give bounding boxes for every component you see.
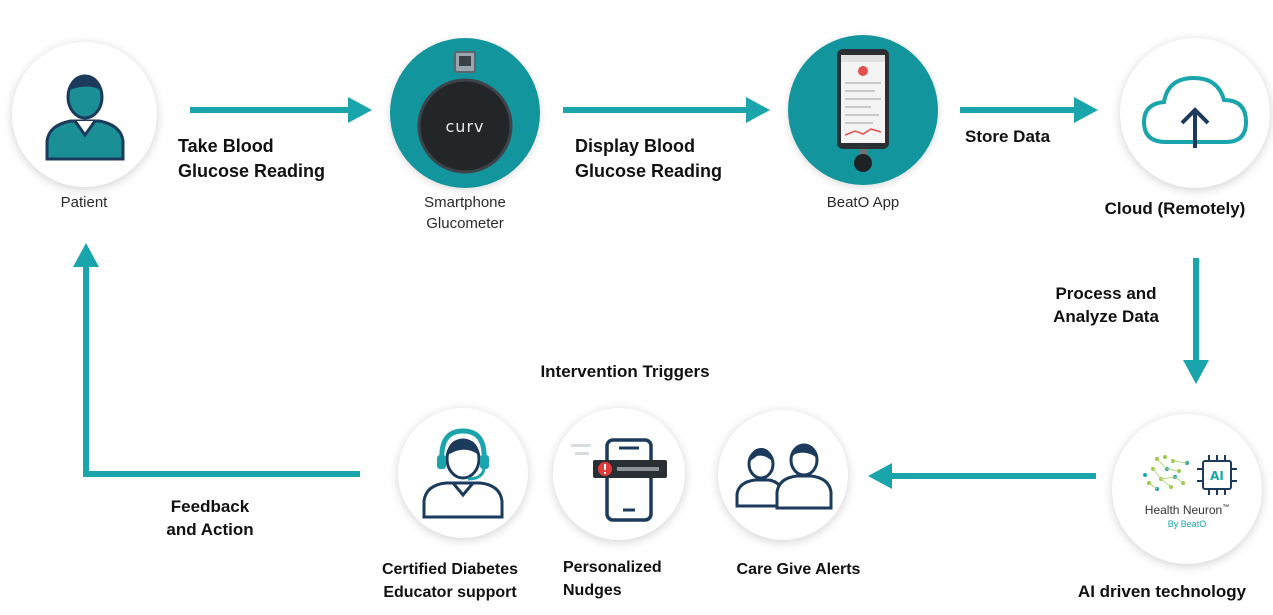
arrowhead-ai-to-alerts [868, 463, 892, 489]
arrowhead-glucometer-to-app [746, 97, 770, 123]
educator-label: Certified Diabetes Educator support [381, 561, 519, 601]
take-reading-label: Take Blood Glucose Reading [178, 136, 326, 181]
glucometer-label: Smartphone Glucometer [424, 194, 506, 232]
chip-ai-text: AI [1210, 469, 1224, 483]
arrowhead-cloud-to-ai [1183, 360, 1209, 384]
health-neuron-sub: By BeatO [1167, 519, 1207, 529]
headset-person-icon [422, 428, 504, 519]
store-data-label: Store Data [965, 127, 1051, 146]
cloud-label: Cloud (Remotely) [1104, 199, 1246, 218]
arrowhead-feedback-loop [73, 243, 99, 267]
device-brand-text: curv [446, 117, 485, 136]
cloud-node [1120, 38, 1270, 188]
glucometer-icon: curv [417, 51, 513, 174]
feedback-label: Feedback and Action [166, 497, 254, 539]
care-alerts-label: Care Give Alerts [736, 561, 861, 578]
beato-app-label: BeatO App [826, 194, 900, 211]
patient-label: Patient [60, 194, 108, 211]
nudges-node [553, 408, 685, 540]
people-icon [735, 443, 833, 510]
cloud-upload-icon [1141, 75, 1249, 148]
arrowhead-patient-to-glucometer [348, 97, 372, 123]
process-analyze-label: Process and Analyze Data [1053, 284, 1159, 326]
display-reading-label: Display Blood Glucose Reading [575, 136, 723, 181]
phone-alert-icon [571, 438, 667, 522]
care-alerts-node [718, 410, 848, 540]
nudges-label: Personalized Nudges [563, 559, 662, 599]
phone-app-icon [837, 49, 889, 172]
health-neuron-tm: ™ [1222, 504, 1230, 511]
glucometer-node: curv [390, 38, 540, 188]
ai-technology-label: AI driven technology [1077, 582, 1247, 601]
health-neuron-title: Health Neuron [1144, 503, 1223, 517]
arrow-feedback-loop [83, 265, 360, 477]
health-neuron-node: AI Health Neuron™ By BeatO [1112, 414, 1262, 564]
beato-app-node [788, 35, 938, 185]
person-icon [45, 74, 124, 160]
arrowhead-app-to-cloud [1074, 97, 1098, 123]
intervention-triggers-title: Intervention Triggers [540, 362, 710, 381]
patient-node [12, 42, 157, 187]
brain-chip-icon: AI [1143, 455, 1237, 495]
educator-node [398, 408, 528, 538]
